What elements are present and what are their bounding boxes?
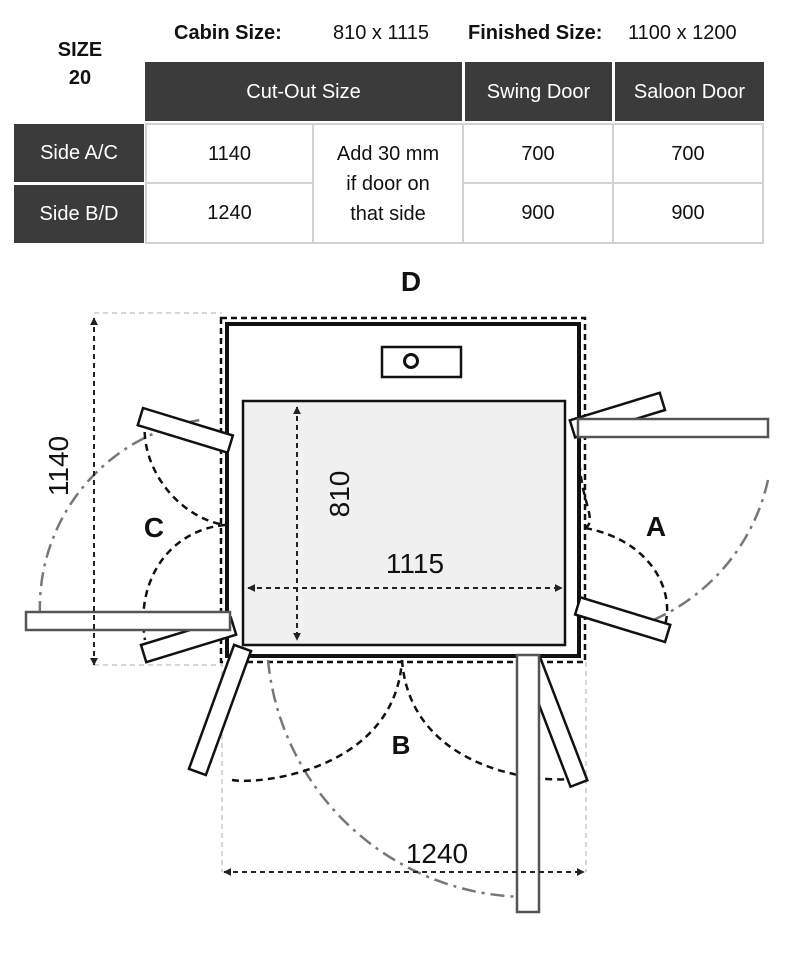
swing-door-panel-c: [24, 610, 232, 632]
dim-label-1240: 1240: [406, 838, 468, 869]
size-title: SIZE: [57, 39, 103, 61]
cabin-interior: [241, 399, 567, 647]
cell-ac-cutout: 1140: [145, 123, 314, 184]
row-label-side-ac: Side A/C: [14, 124, 144, 182]
dim-label-810: 810: [324, 471, 355, 518]
dim-label-1140: 1140: [43, 436, 74, 496]
door-leaf-a-lower: [573, 595, 672, 644]
col-header-cutout: Cut-Out Size: [145, 62, 462, 121]
side-label-a: A: [646, 511, 666, 542]
note-line-1: Add 30 mm: [336, 142, 440, 165]
cabin-size-label: Cabin Size:: [174, 22, 282, 44]
cabin-size-value: 810 x 1115: [333, 22, 430, 44]
row-label-side-bd: Side B/D: [14, 185, 144, 243]
cell-bd-cutout: 1240: [145, 182, 314, 244]
cell-ac-swing: 700: [462, 123, 614, 184]
control-panel: [380, 345, 463, 379]
control-button-icon: [403, 353, 419, 369]
door-leaf-b-left: [187, 643, 253, 777]
note-line-2: if door on: [346, 172, 430, 195]
cell-bd-saloon: 900: [612, 182, 764, 244]
finished-size-label: Finished Size:: [468, 22, 603, 44]
side-label-b: B: [392, 730, 411, 760]
cell-cutout-note: Add 30 mm if door on that side: [312, 123, 464, 244]
side-label-d: D: [401, 266, 421, 297]
note-line-3: that side: [350, 202, 426, 225]
size-number: 20: [68, 67, 92, 89]
col-header-saloon: Saloon Door: [615, 62, 764, 121]
swing-door-panel-b: [515, 653, 541, 914]
side-label-c: C: [144, 512, 164, 543]
swing-door-panel-a: [576, 417, 770, 439]
finished-size-value: 1100 x 1200: [628, 22, 737, 44]
col-header-swing: Swing Door: [465, 62, 612, 121]
dim-label-1115: 1115: [386, 548, 444, 579]
door-leaf-c-upper: [136, 406, 235, 455]
dimension-lines: [90, 317, 585, 876]
size-label: SIZE 20: [40, 36, 120, 92]
guide-lines: [94, 312, 587, 872]
cell-ac-saloon: 700: [612, 123, 764, 184]
